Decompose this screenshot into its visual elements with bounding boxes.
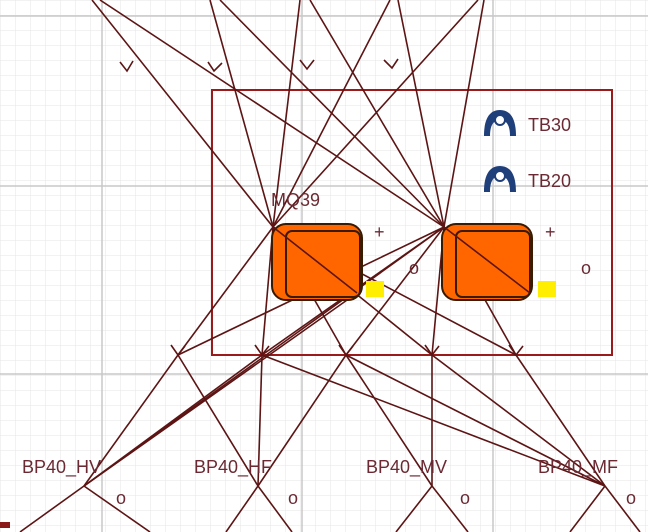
group-label: MQ39 [271,190,320,210]
group-frame[interactable] [211,89,613,356]
device-right-diagonal [443,226,531,294]
port-dot-bp40-mv: o [460,488,470,508]
bottom-label-bp40-hv: BP40_HV [22,457,101,478]
port-dot-bp40-mf: o [626,488,636,508]
operator-icon-tb20[interactable] [484,166,516,192]
port-markers: + o + o o o o o [116,222,636,508]
operator-label-tb20: TB20 [528,171,571,191]
port-dot-bp40-hv: o [116,488,126,508]
operator-icon-tb30[interactable] [484,110,516,136]
operator-label-tb30: TB30 [528,115,571,135]
device-right-marker [538,281,556,297]
device-left[interactable] [271,223,384,301]
bottom-label-bp40-mv: BP40_MV [366,457,447,478]
device-right[interactable] [441,223,556,301]
device-left-diagonal [272,226,358,294]
port-dot-left: o [409,258,419,278]
port-plus-right: + [545,222,556,242]
wire-arrowheads [119,58,524,357]
port-dot-right: o [581,258,591,278]
bottom-label-bp40-mf: BP40_MF [538,457,618,478]
device-left-marker [366,281,384,297]
corner-fragment [0,522,10,528]
port-plus-left: + [374,222,385,242]
bottom-label-bp40-hf: BP40_HF [194,457,272,478]
port-dot-bp40-hf: o [288,488,298,508]
